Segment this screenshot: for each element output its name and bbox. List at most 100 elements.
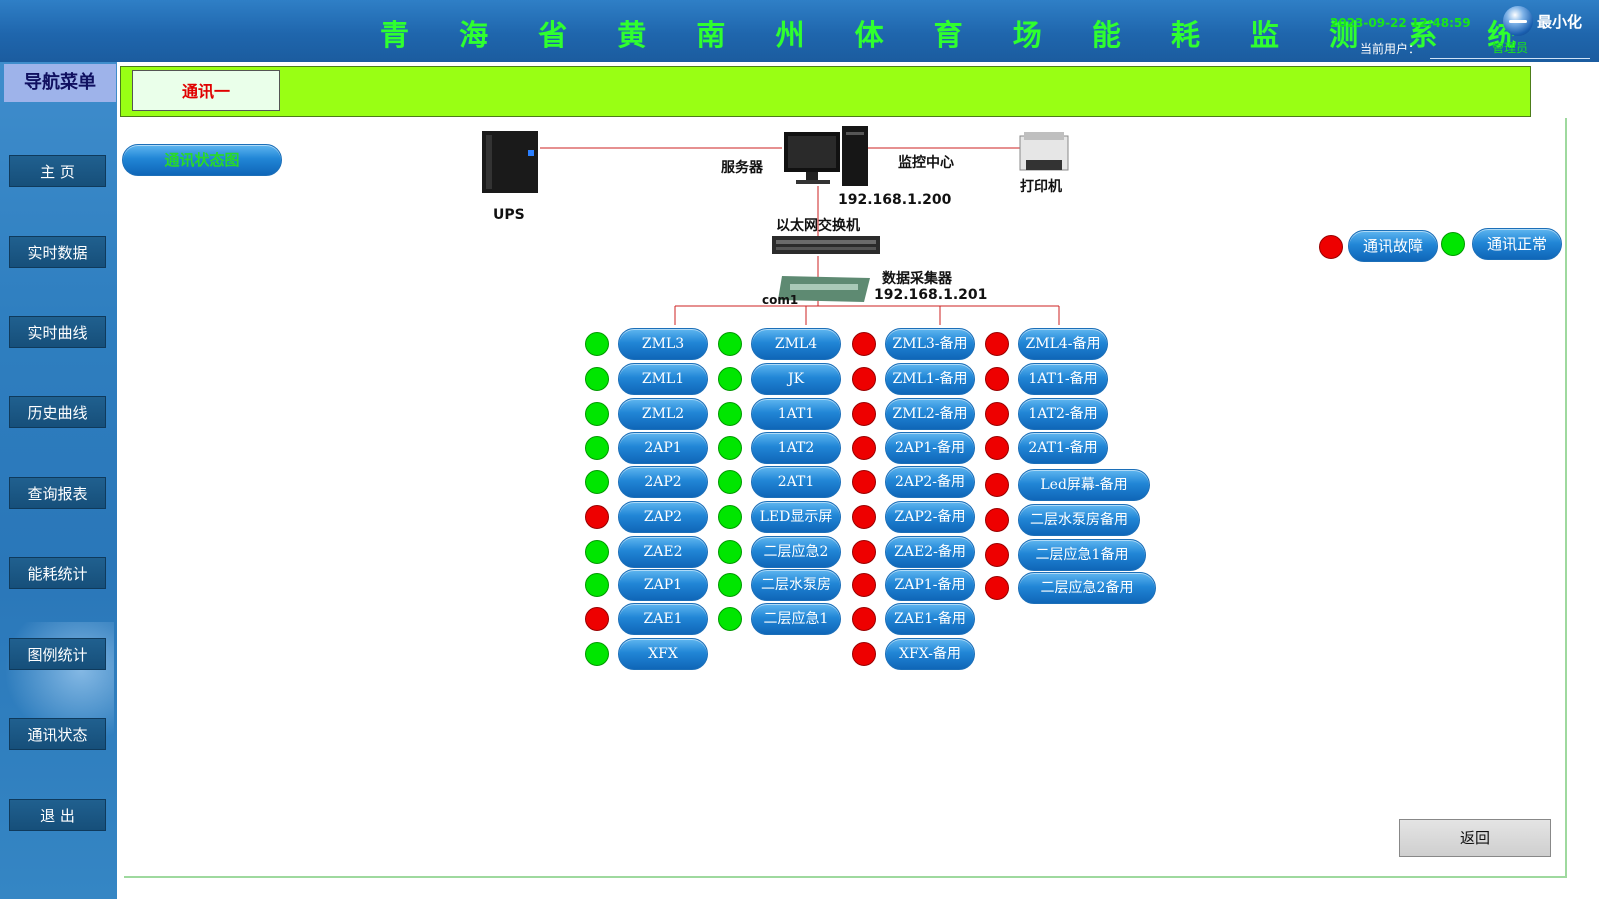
device-button[interactable]: 二层水泵房备用 (1018, 504, 1140, 536)
status-dot (585, 505, 609, 529)
device-button[interactable]: JK (751, 363, 841, 395)
device-button[interactable]: ZML4-备用 (1018, 328, 1108, 360)
switch-label: 以太网交换机 (776, 218, 860, 234)
device-button[interactable]: 2AP2 (618, 466, 708, 498)
device-button[interactable]: ZAP1-备用 (885, 569, 975, 601)
status-dot (852, 607, 876, 631)
status-dot (985, 436, 1009, 460)
data-collector-icon (778, 276, 870, 302)
device-button[interactable]: ZML3 (618, 328, 708, 360)
device-button[interactable]: 二层应急1备用 (1018, 539, 1146, 571)
status-dot (852, 573, 876, 597)
nav-query-report[interactable]: 查询报表 (9, 477, 106, 509)
status-dot (585, 573, 609, 597)
device-button[interactable]: 2AT1 (751, 466, 841, 498)
status-dot (718, 470, 742, 494)
nav-exit[interactable]: 退 出 (9, 799, 106, 831)
status-dot (585, 436, 609, 460)
device-button[interactable]: 2AP1 (618, 432, 708, 464)
status-dot (585, 540, 609, 564)
status-dot (718, 367, 742, 391)
status-dot (985, 332, 1009, 356)
device-button[interactable]: ZML1 (618, 363, 708, 395)
device-button[interactable]: ZAP1 (618, 569, 708, 601)
status-dot (852, 402, 876, 426)
device-button[interactable]: 1AT1-备用 (1018, 363, 1108, 395)
nav-realtime-curve[interactable]: 实时曲线 (9, 316, 106, 348)
device-button[interactable]: 1AT1 (751, 398, 841, 430)
device-button[interactable]: XFX (618, 638, 708, 670)
return-button[interactable]: 返回 (1399, 819, 1551, 857)
device-button[interactable]: 二层应急2备用 (1018, 572, 1156, 604)
nav-comm-status[interactable]: 通讯状态 (9, 718, 106, 750)
device-button[interactable]: 2AP1-备用 (885, 432, 975, 464)
status-dot (585, 607, 609, 631)
server-icon (784, 126, 868, 186)
status-dot (985, 576, 1009, 600)
device-button[interactable]: 1AT2 (751, 432, 841, 464)
status-dot (852, 436, 876, 460)
status-dot (585, 367, 609, 391)
legend-normal-dot (1441, 232, 1465, 256)
device-button[interactable]: ZML1-备用 (885, 363, 975, 395)
device-button[interactable]: ZML2-备用 (885, 398, 975, 430)
device-button[interactable]: 2AT1-备用 (1018, 432, 1108, 464)
device-button[interactable]: LED显示屏 (751, 501, 841, 533)
nav-history-curve[interactable]: 历史曲线 (9, 396, 106, 428)
header-bar: 青 海 省 黄 南 州 体 育 场 能 耗 监 测 系 统 2023-09-22… (0, 0, 1599, 62)
server-ip: 192.168.1.200 (838, 192, 952, 208)
switch-icon (772, 236, 880, 254)
status-dot (985, 367, 1009, 391)
nav-legend-stats[interactable]: 图例统计 (9, 638, 106, 670)
status-dot (585, 470, 609, 494)
device-button[interactable]: 2AP2-备用 (885, 466, 975, 498)
collector-label: 数据采集器 (882, 271, 952, 287)
status-dot (985, 473, 1009, 497)
status-dot (585, 642, 609, 666)
status-dot (852, 470, 876, 494)
minimize-icon (1503, 6, 1533, 36)
status-map-button[interactable]: 通讯状态图 (122, 144, 282, 176)
ups-label: UPS (493, 207, 525, 223)
collector-ip: 192.168.1.201 (874, 287, 988, 303)
ups-icon (482, 131, 538, 193)
status-dot (852, 367, 876, 391)
server-label: 服务器 (721, 160, 763, 176)
nav-realtime-data[interactable]: 实时数据 (9, 236, 106, 268)
status-dot (585, 332, 609, 356)
device-button[interactable]: ZML3-备用 (885, 328, 975, 360)
nav-energy-stats[interactable]: 能耗统计 (9, 557, 106, 589)
legend-normal: 通讯正常 (1472, 228, 1562, 260)
top-bar (120, 66, 1531, 117)
datetime: 2023-09-22 12:48:59 (1330, 16, 1471, 30)
current-user-value: 管理员 (1430, 39, 1590, 59)
minimize-button[interactable]: 最小化 (1503, 6, 1582, 36)
device-button[interactable]: ZML4 (751, 328, 841, 360)
device-button[interactable]: 1AT2-备用 (1018, 398, 1108, 430)
tab-comm-1[interactable]: 通讯一 (132, 70, 280, 111)
status-dot (718, 436, 742, 460)
device-button[interactable]: 二层水泵房 (751, 569, 841, 601)
device-button[interactable]: 二层应急1 (751, 603, 841, 635)
device-button[interactable]: ZML2 (618, 398, 708, 430)
device-button[interactable]: ZAE1-备用 (885, 603, 975, 635)
nav-home[interactable]: 主 页 (9, 155, 106, 187)
nav-menu-title: 导航菜单 (4, 64, 116, 102)
status-dot (852, 505, 876, 529)
device-button[interactable]: XFX-备用 (885, 638, 975, 670)
legend-fault-dot (1319, 235, 1343, 259)
device-button[interactable]: ZAE2-备用 (885, 536, 975, 568)
device-button[interactable]: 二层应急2 (751, 536, 841, 568)
status-dot (852, 332, 876, 356)
status-dot (585, 402, 609, 426)
device-button[interactable]: ZAP2 (618, 501, 708, 533)
printer-label: 打印机 (1020, 179, 1062, 195)
device-button[interactable]: ZAE2 (618, 536, 708, 568)
com-port-label: com1 (762, 293, 799, 307)
device-button[interactable]: Led屏幕-备用 (1018, 469, 1150, 501)
device-button[interactable]: ZAE1 (618, 603, 708, 635)
device-button[interactable]: ZAP2-备用 (885, 501, 975, 533)
status-dot (718, 573, 742, 597)
